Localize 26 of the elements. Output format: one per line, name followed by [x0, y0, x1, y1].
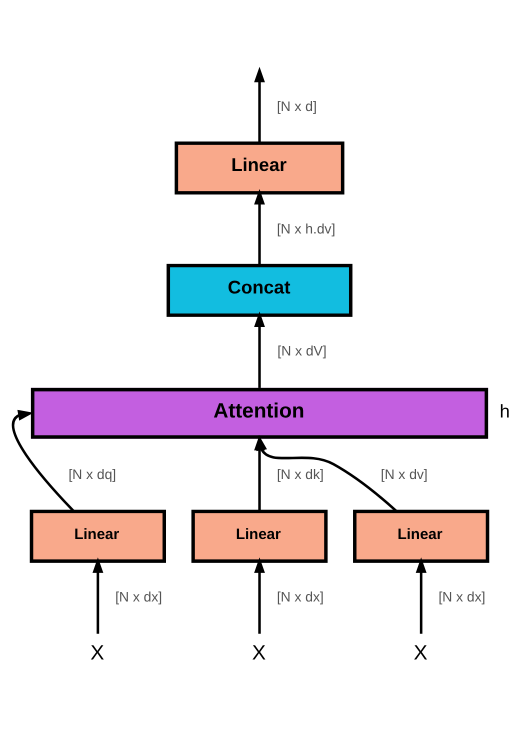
node-text: X: [252, 641, 266, 664]
arrow: [254, 556, 265, 634]
arrow: [254, 66, 265, 143]
arrow: [416, 556, 427, 634]
arrow: [92, 556, 104, 634]
edge-label: [N x dx]: [115, 588, 162, 604]
node-box: Concat: [166, 263, 352, 316]
edge-label: [N x d]: [276, 97, 317, 114]
edge-label: [N x dx]: [438, 588, 486, 604]
edge-label: [N x dk]: [276, 466, 324, 482]
edge-label: [N x dq]: [68, 466, 116, 482]
edge-label: [N x dv]: [380, 466, 428, 482]
node-text: X: [414, 641, 428, 664]
node-text: X: [90, 641, 104, 664]
edge-label: [N x dx]: [276, 588, 324, 604]
arrow: [256, 434, 398, 512]
edge-label: [N x h.dv]: [276, 220, 336, 236]
arrow: [254, 310, 265, 388]
node-box: Linear: [353, 509, 490, 562]
arrow: [254, 188, 265, 265]
node-label: h: [500, 400, 510, 422]
edge-label: [N x dV]: [277, 342, 327, 358]
node-box: Linear: [174, 140, 344, 194]
node-box: Linear: [30, 509, 166, 562]
arrow: [12, 409, 75, 512]
node-box: Linear: [191, 509, 328, 562]
